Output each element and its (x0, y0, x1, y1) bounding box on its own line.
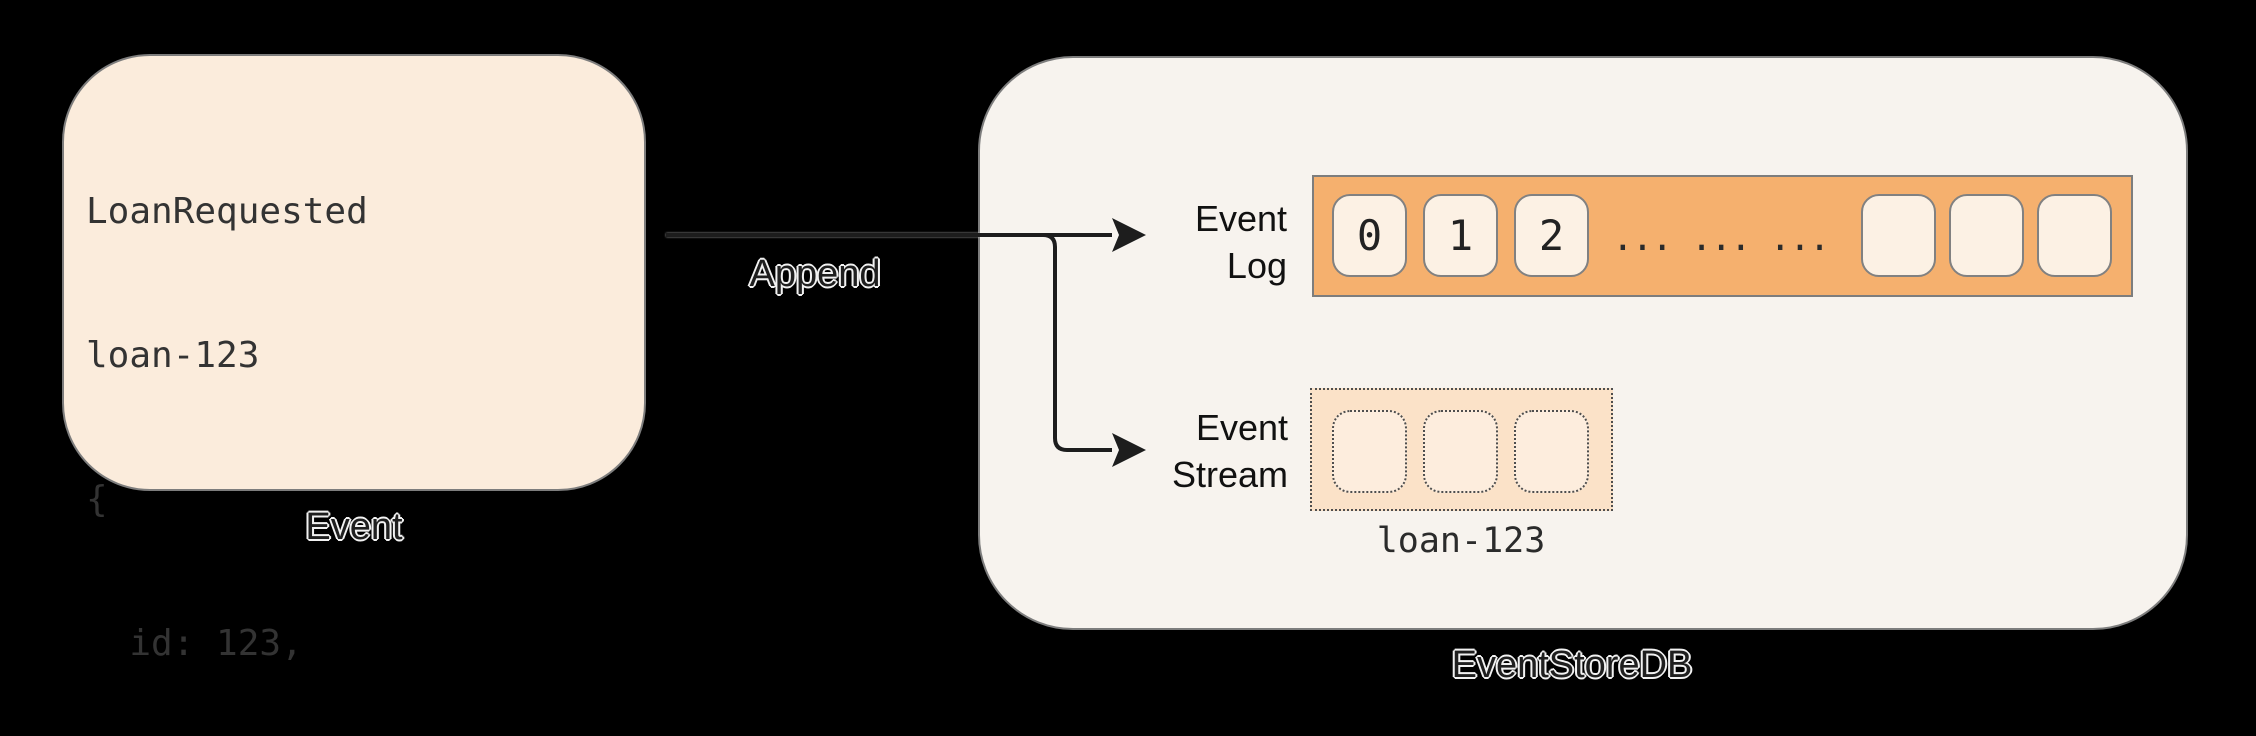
eventstore-card (978, 56, 2188, 630)
log-cell: 0 (1332, 194, 1407, 277)
log-empty-cell (2037, 194, 2112, 277)
event-log-label-line2: Log (1226, 245, 1287, 286)
log-empty-cell (1861, 194, 1936, 277)
log-empty-cell (1949, 194, 2024, 277)
code-line: loan-123 (86, 335, 260, 376)
event-code-block: LoanRequested loan-123 { id: 123, amount… (86, 92, 585, 736)
stream-empty-cell (1423, 410, 1498, 493)
stream-empty-cell (1332, 410, 1407, 493)
event-log-label-line1: Event (1194, 198, 1287, 239)
code-line: { (86, 479, 108, 520)
event-card-label: Event (305, 506, 403, 548)
log-cell: 2 (1514, 194, 1589, 277)
eventstore-label: EventStoreDB (1451, 644, 1693, 686)
code-line: LoanRequested (86, 191, 368, 232)
stream-empty-cell (1514, 410, 1589, 493)
stream-name-label: loan-123 (1376, 521, 1546, 561)
event-log-label: Event Log (1195, 195, 1287, 289)
event-stream-label: Event Stream (1172, 404, 1288, 498)
event-stream-label-line2: Stream (1171, 454, 1288, 495)
log-ellipsis: ... ... ... (1612, 218, 1830, 259)
event-card (62, 54, 646, 491)
code-line: id: 123, (86, 623, 303, 664)
append-arrow-label: Append (749, 253, 881, 295)
event-stream-label-line1: Event (1195, 407, 1288, 448)
log-cell: 1 (1423, 194, 1498, 277)
